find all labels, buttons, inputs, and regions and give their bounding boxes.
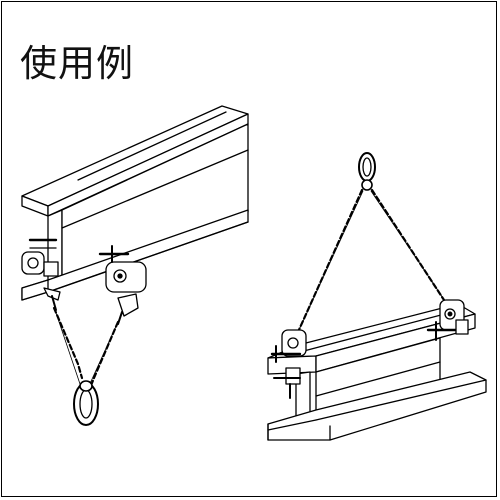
usage-example-title: 使用例 (20, 42, 134, 85)
clamp-left-2 (100, 246, 146, 324)
master-link-left (74, 381, 98, 425)
clamp-right-2 (428, 300, 468, 340)
clamp-left-1 (22, 240, 60, 310)
chain-left (54, 308, 118, 388)
chain-right (298, 190, 444, 332)
i-beam-left (22, 106, 248, 300)
master-link-right (359, 153, 375, 190)
clamp-right-1 (272, 330, 306, 398)
